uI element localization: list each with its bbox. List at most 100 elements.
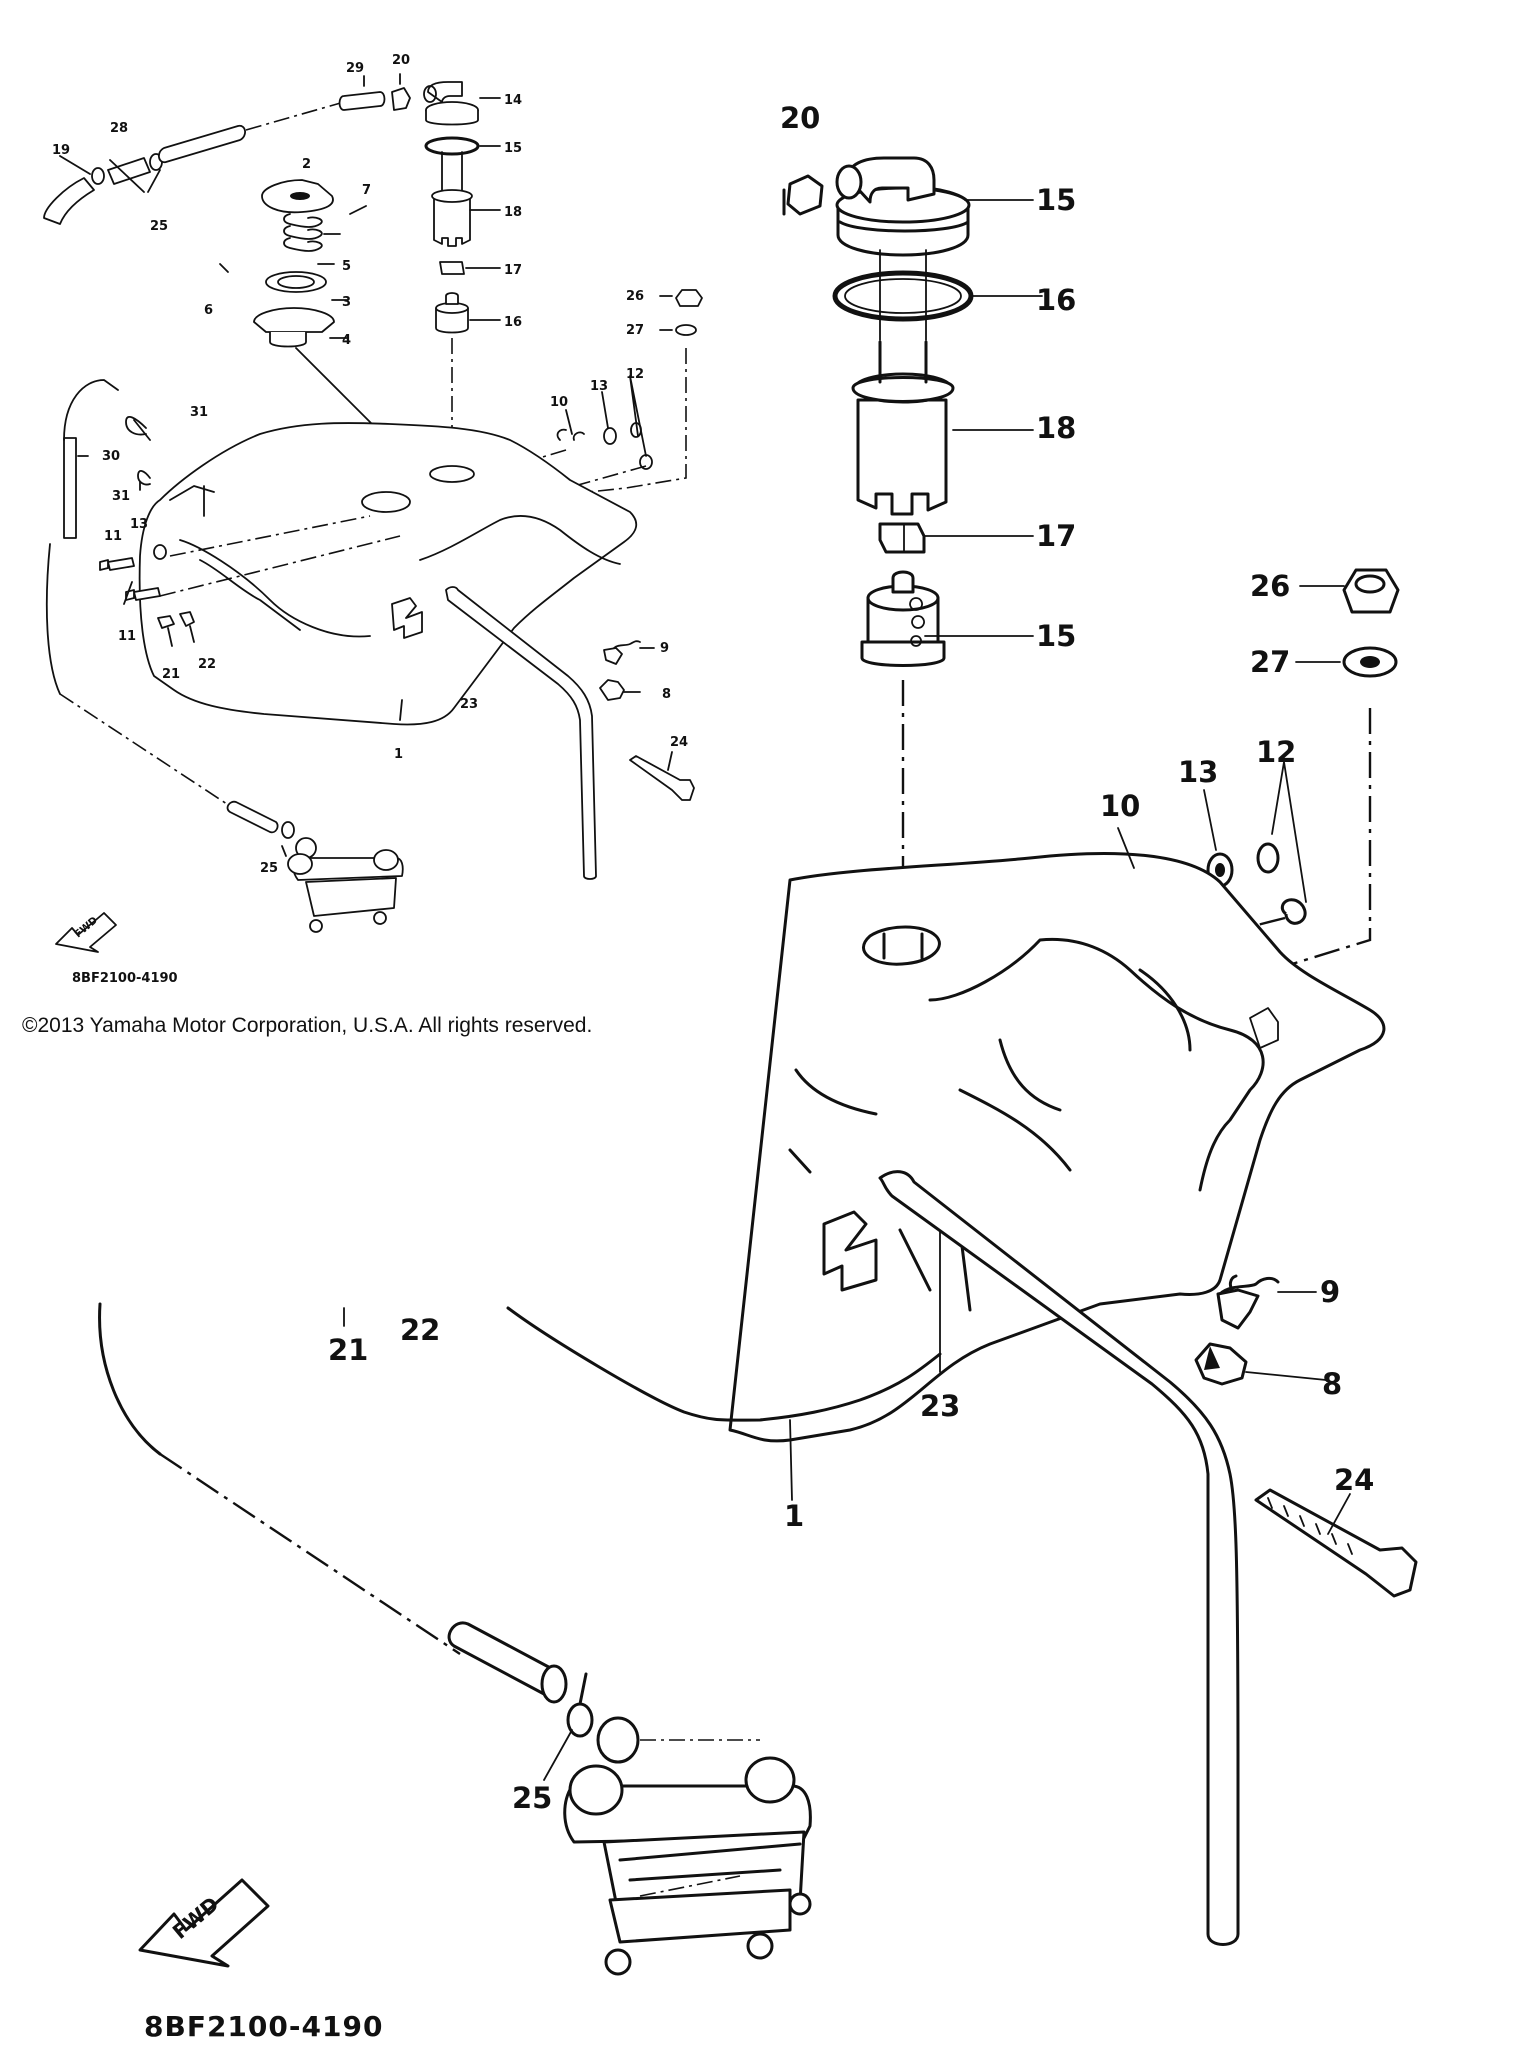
callout-6-small: 6 <box>204 303 213 318</box>
part-25-hose-clamp-large <box>447 1621 594 1738</box>
callout-25-large: 25 <box>512 1781 552 1815</box>
callout-17-large: 17 <box>1036 519 1076 553</box>
callout-27-small: 27 <box>626 323 644 338</box>
callout-15-large: 16 <box>1036 283 1076 317</box>
callout-16-small: 16 <box>504 315 522 330</box>
part-25-hose-small-lower <box>226 800 279 834</box>
part-19-hose-small <box>43 177 95 225</box>
fuel-hose-end <box>98 1302 162 1456</box>
callout-26-large: 26 <box>1250 569 1290 603</box>
hose-small-30 <box>63 379 119 441</box>
callout-21-large: 21 <box>328 1333 368 1367</box>
callout-9-small: 9 <box>660 641 669 656</box>
callout-2-small: 2 <box>302 157 311 172</box>
part-21-fitting-small <box>157 615 175 629</box>
callout-18-large: 18 <box>1036 411 1076 445</box>
part-4-gasket-small <box>253 307 335 348</box>
part-14-cap-small <box>423 81 479 126</box>
part-7-pin-small <box>349 205 367 215</box>
hose-small-upper <box>158 124 246 164</box>
part-18-strainer-large <box>851 340 955 516</box>
callout-14-large: 15 <box>1036 183 1076 217</box>
callout-27-large: 27 <box>1250 645 1290 679</box>
leader-lines-large <box>343 199 1351 1781</box>
callout-10-small: 10 <box>550 395 568 410</box>
part-26-nut-large <box>1342 568 1400 614</box>
part-5-spring-small <box>283 213 323 252</box>
part-31-clip-small-b <box>137 470 151 486</box>
callout-15-small: 15 <box>504 141 522 156</box>
centerline-small-bolts <box>159 515 401 597</box>
callout-28-small: 28 <box>110 121 128 136</box>
callout-25-small-b: 25 <box>260 861 278 876</box>
callout-24-large: 24 <box>1334 1463 1374 1497</box>
callout-19-small: 19 <box>52 143 70 158</box>
callout-23-large: 23 <box>920 1389 960 1423</box>
callout-18-small: 18 <box>504 205 522 220</box>
part-14-cap-large <box>835 156 971 257</box>
centerline-small-pump-hose <box>59 693 231 807</box>
part-6-pin-small <box>219 263 229 273</box>
callout-4-small: 4 <box>342 333 351 348</box>
callout-29-small: 29 <box>346 61 364 76</box>
part-22-clamp-small <box>179 611 195 627</box>
diagram-code-small: 8BF2100-4190 <box>72 971 178 986</box>
part-13-washer-small-b <box>153 544 167 560</box>
part-23-breather-hose-large <box>878 1170 1240 1946</box>
overview-view: FWD 29 20 14 15 18 17 16 19 28 25 <box>43 53 703 986</box>
callout-12-large: 12 <box>1256 735 1296 769</box>
part-25-clamp-small <box>281 821 295 839</box>
part-27-washer-small <box>675 324 697 336</box>
part-3-ring-small <box>265 271 327 293</box>
part-17-clip-small <box>439 261 465 275</box>
callout-13-small-b: 13 <box>130 517 148 532</box>
tank-bottom-outline <box>506 1306 942 1422</box>
callout-11-small-b: 11 <box>118 629 136 644</box>
callout-31-small-b: 31 <box>112 489 130 504</box>
part-24-band-small <box>629 755 695 801</box>
copyright-notice: ©2013 Yamaha Motor Corporation, U.S.A. A… <box>22 1014 593 1037</box>
callout-8-large: 8 <box>1322 1367 1342 1401</box>
centerline-small-hose <box>245 101 345 131</box>
callout-23-small: 23 <box>460 697 478 712</box>
callout-9-large: 9 <box>1320 1275 1340 1309</box>
part-fuel-pump-small <box>287 837 404 933</box>
part-12-clips-large <box>1256 842 1307 925</box>
part-9-clip-large <box>1216 1274 1280 1330</box>
callout-13-large: 13 <box>1178 755 1218 789</box>
part-9-body-small <box>603 647 623 665</box>
part-23-breather-small <box>445 586 597 880</box>
callout-14-small: 14 <box>504 93 522 108</box>
part-17-clip-large <box>878 522 926 554</box>
part-1-fuel-tank-small <box>138 422 638 726</box>
part-31-clip-small-a <box>125 415 147 436</box>
hose-small-down <box>45 543 61 695</box>
callout-11-small-a: 11 <box>104 529 122 544</box>
callout-16-large: 15 <box>1036 619 1076 653</box>
callout-20-small: 20 <box>392 53 410 68</box>
callout-3-small: 3 <box>342 295 351 310</box>
part-30-hose-small <box>63 437 77 539</box>
callout-5-small: 5 <box>342 259 351 274</box>
callout-13-small: 13 <box>590 379 608 394</box>
callout-1-small: 1 <box>394 747 403 762</box>
part-8-clamp-small <box>599 679 625 701</box>
diagram-code-large: 8BF2100-4190 <box>144 2010 383 2043</box>
part-20-clamp-large <box>782 174 824 216</box>
part-2-filler-cap-small <box>261 179 334 214</box>
part-15-oring-large <box>832 249 974 341</box>
callout-1-large: 1 <box>784 1499 804 1533</box>
part-16-filter-large <box>860 570 946 667</box>
callout-7-small: 7 <box>362 183 371 198</box>
part-16-filter-small <box>435 292 469 334</box>
fwd-arrow-small: FWD <box>55 912 117 953</box>
part-9-clip-small <box>613 640 641 649</box>
part-27-washer-large <box>1342 646 1398 678</box>
callout-31-small-a: 31 <box>190 405 208 420</box>
callout-17-small: 17 <box>504 263 522 278</box>
large-detail-view: FWD 20 15 16 18 17 1 <box>98 101 1418 2043</box>
part-1-fuel-tank-large <box>728 852 1386 1443</box>
callout-10-large: 10 <box>1100 789 1140 823</box>
